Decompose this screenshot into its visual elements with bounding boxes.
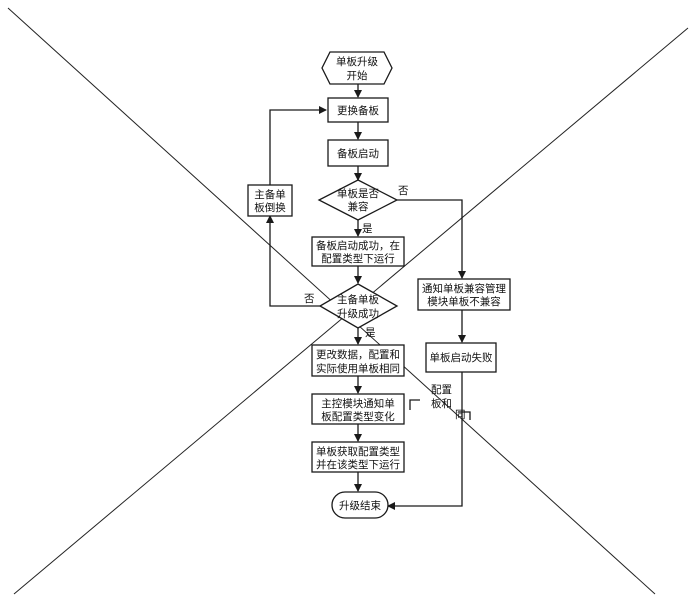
replace-board-label: 更换备板 (337, 104, 379, 117)
annotation-line-1: 配置 (431, 384, 452, 396)
notify-config-label-2: 板配置类型变化 (321, 410, 395, 423)
compat-check-label-1: 单板是否 (337, 187, 379, 200)
change-data-box (311, 344, 405, 377)
start-label-2: 开始 (347, 69, 368, 82)
boot-success-label-2: 配置类型下运行 (321, 252, 395, 265)
notify-incompat-label-2: 模块单板不兼容 (427, 295, 501, 308)
annotation-bracket-right (458, 411, 471, 420)
end-label: 升级结束 (339, 499, 381, 512)
boot-success-box (311, 236, 405, 267)
switchover-label-2: 板倒换 (254, 201, 286, 214)
upgrade-check-diamond (318, 283, 399, 329)
compat-no-label: 否 (398, 185, 409, 197)
switchover-box (247, 184, 293, 217)
arrow-fail-to-end (387, 372, 463, 510)
annotation-line-3: 同 (455, 409, 466, 421)
arrow-upgrade-no (266, 215, 320, 307)
get-config-label-2: 并在该类型下运行 (316, 458, 400, 471)
start-label-1: 单板升级 (336, 55, 378, 68)
arrow-compat-no (397, 199, 466, 279)
start-hexagon (321, 51, 393, 85)
change-data-label-2: 实际使用单板相同 (316, 362, 400, 375)
compat-check-diamond (317, 179, 399, 221)
boot-success-label-1: 备板启动成功，在 (316, 239, 400, 252)
notify-incompat-label-1: 通知单板兼容管理 (422, 282, 506, 295)
annotation-bracket-left (409, 399, 420, 410)
notify-incompat-box (417, 278, 511, 311)
annotation-line-2: 板和 (431, 397, 452, 410)
get-config-label-1: 单板获取配置类型 (316, 445, 400, 458)
connectors (266, 84, 471, 510)
board-boot-box (327, 139, 389, 167)
boot-fail-box (425, 342, 497, 373)
notify-config-label-1: 主控模块通知单 (321, 397, 395, 410)
board-boot-label: 备板启动 (337, 147, 379, 160)
upgrade-check-label-1: 主备单板 (337, 293, 379, 306)
upgrade-no-label: 否 (304, 293, 315, 305)
get-config-box (311, 441, 405, 473)
notify-config-box (311, 393, 405, 425)
end-terminal (331, 491, 389, 519)
change-data-label-1: 更改数据，配置和 (316, 348, 400, 361)
compat-check-label-2: 兼容 (348, 200, 369, 213)
upgrade-yes-label: 是 (365, 327, 376, 339)
replace-board-box (327, 97, 389, 123)
boot-fail-label: 单板启动失败 (430, 351, 493, 364)
compat-yes-label: 是 (362, 223, 373, 235)
upgrade-check-label-2: 升级成功 (337, 308, 379, 320)
arrow-switchover-loop (269, 106, 327, 185)
switchover-label-1: 主备单 (254, 188, 286, 201)
